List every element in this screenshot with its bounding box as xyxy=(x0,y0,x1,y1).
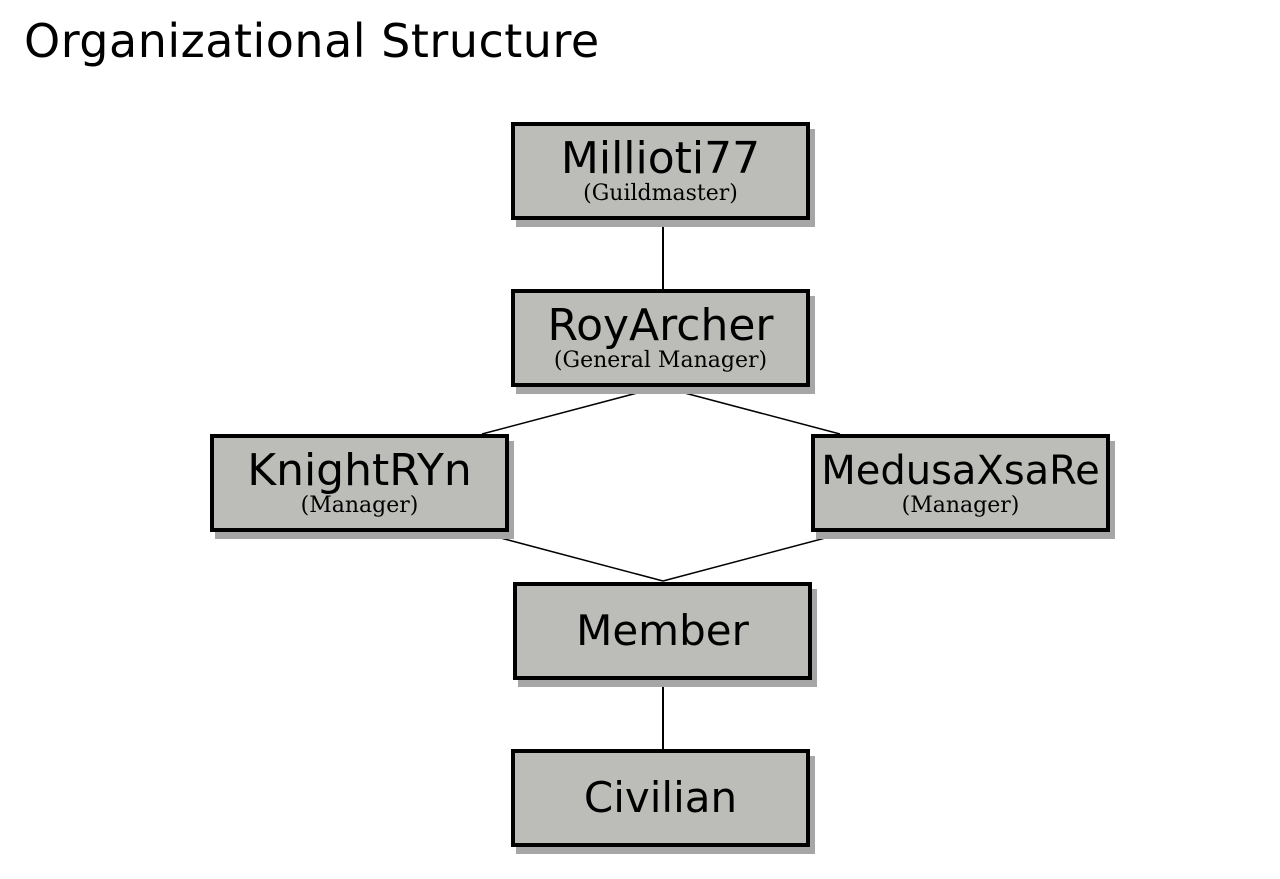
node-name: Member xyxy=(576,606,749,655)
node-civilian: Civilian xyxy=(511,749,810,847)
node-manager-left: KnightRYn (Manager) xyxy=(210,434,509,532)
node-role: (Manager) xyxy=(300,493,419,518)
node-member: Member xyxy=(513,582,812,680)
node-manager-right: MedusaXsaRe (Manager) xyxy=(811,434,1110,532)
node-role: (General Manager) xyxy=(553,348,768,373)
node-name: Millioti77 xyxy=(560,133,761,184)
node-name: RoyArcher xyxy=(547,300,774,351)
edge-general-manager-manager-left xyxy=(481,386,661,435)
edge-manager-left-member xyxy=(477,531,664,582)
node-role: (Guildmaster) xyxy=(583,181,738,206)
page-title: Organizational Structure xyxy=(24,14,600,68)
node-guildmaster: Millioti77 (Guildmaster) xyxy=(511,122,810,220)
node-name: KnightRYn xyxy=(247,445,472,496)
edge-manager-right-member xyxy=(662,531,849,582)
node-role: (Manager) xyxy=(901,493,1020,518)
node-name: MedusaXsaRe xyxy=(821,448,1100,494)
node-name: Civilian xyxy=(583,773,738,822)
node-general-manager: RoyArcher (General Manager) xyxy=(511,289,810,387)
edge-general-manager-manager-right xyxy=(661,386,841,435)
